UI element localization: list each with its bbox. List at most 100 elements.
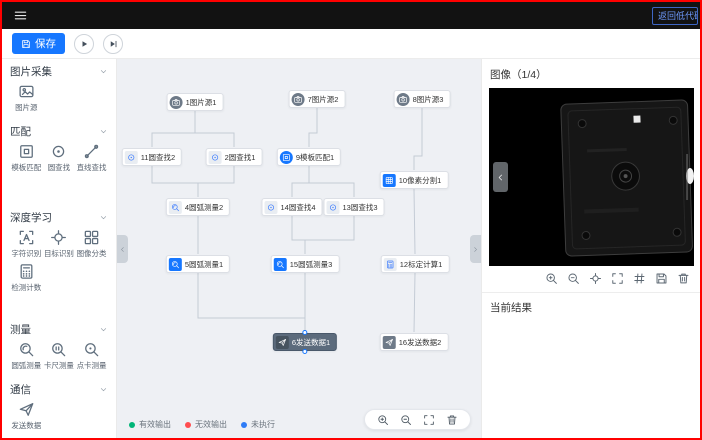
- chevron-down-icon: [99, 67, 108, 76]
- canvas-zoom-out-button[interactable]: [400, 414, 412, 426]
- section-header-measure[interactable]: 测量: [10, 321, 108, 337]
- arc-measure-icon: [168, 257, 182, 271]
- tool-label: 直线查找: [76, 163, 107, 172]
- canvas-delete-button[interactable]: [446, 414, 458, 426]
- tool-label: 发送数据: [11, 421, 42, 430]
- image-zoom-in-button[interactable]: [545, 272, 558, 285]
- tool-label: 模板匹配: [11, 163, 42, 172]
- back-to-lowcode-button[interactable]: 返回低代码: [652, 6, 698, 25]
- image-fullscreen-button[interactable]: [611, 272, 624, 285]
- node-label: 2圆查找1: [224, 152, 256, 162]
- flow-node-11[interactable]: 11圆查找2: [121, 148, 183, 166]
- tool-label: 卡尺测量: [43, 361, 74, 370]
- legend-valid-output: 有效输出: [129, 419, 171, 430]
- sidebar-collapse-handle[interactable]: [117, 235, 128, 263]
- run-button[interactable]: [74, 33, 94, 54]
- menu-icon[interactable]: [13, 8, 28, 23]
- node-handle-top[interactable]: [302, 330, 308, 335]
- tool-arc-measure[interactable]: 圆弧测量: [10, 341, 43, 375]
- flow-node-4[interactable]: 4圆弧测量2: [165, 198, 231, 216]
- circle-find-icon: [264, 200, 278, 214]
- flow-node-10[interactable]: 10像素分割1: [379, 171, 449, 189]
- flow-node-2[interactable]: 2圆查找1: [205, 148, 263, 166]
- result-panel-title: 当前结果: [482, 292, 700, 322]
- tool-line-find[interactable]: 直线查找: [75, 143, 108, 177]
- inspector-collapse-handle[interactable]: [470, 235, 481, 263]
- tool-point-measure[interactable]: 点卡测量: [75, 341, 108, 375]
- flow-node-5[interactable]: 5圆弧测量1: [165, 255, 231, 273]
- node-label: 6发送数据1: [291, 337, 331, 347]
- image-save-button[interactable]: [655, 272, 668, 285]
- flow-node-16[interactable]: 16发送数据2: [379, 333, 449, 351]
- tool-object-detect[interactable]: 目标识别: [43, 229, 76, 263]
- tool-send-data[interactable]: 发送数据: [10, 401, 43, 435]
- node-handle-bottom[interactable]: [302, 349, 308, 354]
- section-title: 测量: [10, 323, 31, 336]
- legend-label: 未执行: [251, 420, 275, 429]
- tool-circle-find[interactable]: 圆查找: [43, 143, 76, 177]
- template-match-icon: [279, 150, 293, 164]
- tool-image-source[interactable]: 图片源: [10, 83, 43, 117]
- camera-icon: [291, 92, 305, 106]
- tool-template-match[interactable]: 模板匹配: [10, 143, 43, 177]
- flow-node-1[interactable]: 1图片源1: [166, 93, 224, 111]
- flow-node-12[interactable]: 12标定计算1: [380, 255, 450, 273]
- save-button[interactable]: 保存: [12, 33, 65, 54]
- flow-node-8[interactable]: 8图片源3: [393, 90, 451, 108]
- line-find-icon: [83, 143, 100, 160]
- flow-node-9[interactable]: 9模板匹配1: [276, 148, 342, 166]
- prev-image-button[interactable]: [493, 162, 508, 192]
- camera-image[interactable]: [489, 88, 694, 266]
- legend-not-executed: 未执行: [241, 419, 275, 430]
- send-data-icon: [18, 401, 35, 418]
- node-label: 9模板匹配1: [295, 152, 335, 162]
- inspector-panel: 图像（1/4）: [481, 59, 700, 438]
- tool-detect-count[interactable]: 检测计数: [10, 263, 43, 297]
- image-delete-button[interactable]: [677, 272, 690, 285]
- fit-view-icon: [423, 414, 435, 426]
- image-zoom-out-button[interactable]: [567, 272, 580, 285]
- tool-image-classify[interactable]: 图像分类: [75, 229, 108, 263]
- sidebar-section-deep-learning: 深度学习 字符识别 目标识别 图像分类: [2, 205, 116, 317]
- node-label: 4圆弧测量2: [184, 202, 224, 212]
- sidebar-section-image-capture: 图片采集 图片源: [2, 59, 116, 119]
- camera-icon: [169, 95, 183, 109]
- flow-node-14[interactable]: 14圆查找4: [261, 198, 323, 216]
- circle-find-icon: [124, 150, 138, 164]
- zoom-in-icon: [545, 272, 558, 285]
- camera-icon: [396, 92, 410, 106]
- result-panel-body: [482, 322, 700, 438]
- flow-node-7[interactable]: 7图片源2: [288, 90, 346, 108]
- status-legend: 有效输出 无效输出 未执行: [129, 419, 275, 430]
- tool-caliper-measure[interactable]: 卡尺测量: [43, 341, 76, 375]
- flow-node-13[interactable]: 13圆查找3: [323, 198, 385, 216]
- grid-icon: [633, 272, 646, 285]
- section-header-image-capture[interactable]: 图片采集: [10, 63, 108, 79]
- node-label: 16发送数据2: [398, 337, 442, 347]
- image-locate-button[interactable]: [589, 272, 602, 285]
- chevron-right-icon: [472, 246, 479, 253]
- canvas-zoom-in-button[interactable]: [377, 414, 389, 426]
- save-button-label: 保存: [35, 38, 56, 50]
- tool-char-recognition[interactable]: 字符识别: [10, 229, 43, 263]
- flow-canvas[interactable]: 1图片源1 7图片源2 8图片源3 11圆查找2 2圆查找1 9模板匹配1 10像素分割1 4…: [117, 59, 481, 438]
- node-label: 11圆查找2: [140, 152, 176, 162]
- section-title: 深度学习: [10, 211, 52, 224]
- top-bar: 返回低代码: [2, 2, 700, 29]
- flow-node-6[interactable]: 6发送数据1: [272, 330, 338, 354]
- section-header-deep-learning[interactable]: 深度学习: [10, 209, 108, 225]
- tool-label: 点卡测量: [76, 361, 107, 370]
- delete-icon: [677, 272, 690, 285]
- sidebar-section-matching: 匹配 模板匹配 圆查找 直线查找: [2, 119, 116, 205]
- section-header-matching[interactable]: 匹配: [10, 123, 108, 139]
- canvas-fit-view-button[interactable]: [423, 414, 435, 426]
- flow-node-15[interactable]: 15圆弧测量3: [270, 255, 340, 273]
- section-title: 图片采集: [10, 65, 52, 78]
- step-run-button[interactable]: [103, 33, 123, 54]
- node-label: 14圆查找4: [280, 202, 316, 212]
- flow-edges: [151, 108, 423, 333]
- section-header-communication[interactable]: 通信: [10, 381, 108, 397]
- valid-dot: [129, 421, 135, 428]
- image-grid-button[interactable]: [633, 272, 646, 285]
